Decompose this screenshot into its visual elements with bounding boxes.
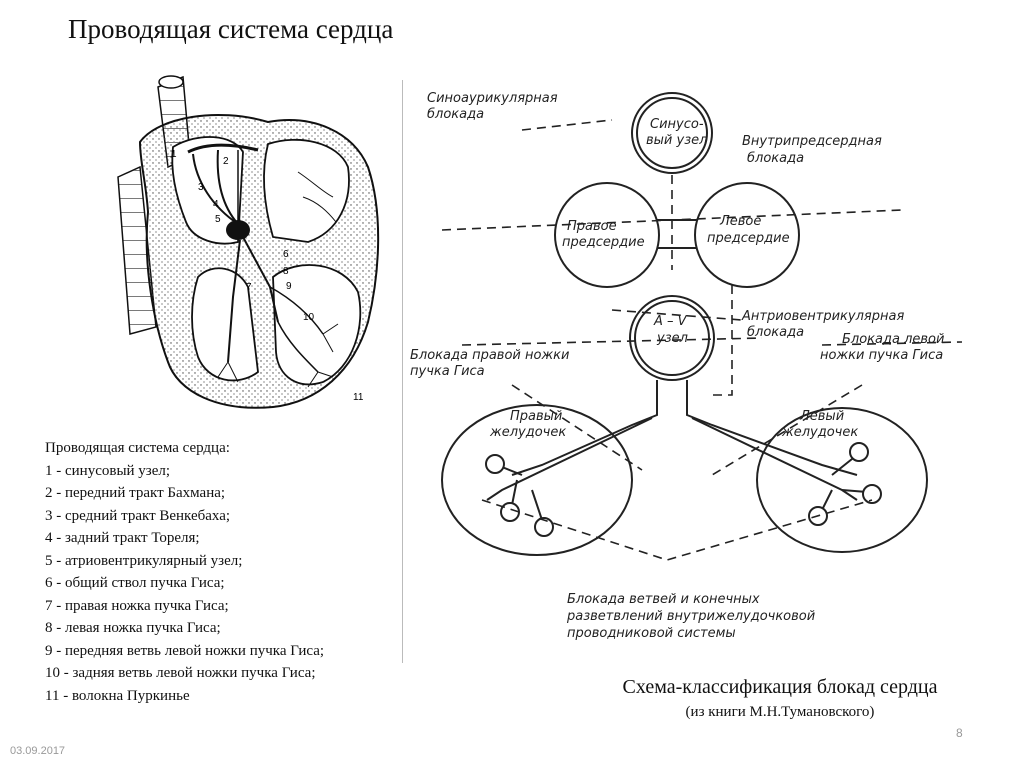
- av-node-label-1: A – V: [653, 314, 688, 329]
- branch-block-label-1: Блокада ветвей и конечных: [567, 592, 760, 607]
- left-atrium-circle: [694, 182, 800, 288]
- heart-label-6: 6: [283, 249, 289, 260]
- right-atrium-label-1: Правое: [567, 219, 617, 234]
- heart-label-5: 5: [215, 214, 221, 225]
- scheme-source: (из книги М.Н.Тумановского): [685, 704, 875, 720]
- left-ventricle-label-2: желудочек: [781, 425, 858, 440]
- slide-page-number: 8: [956, 726, 963, 740]
- branch-block-label-3: проводниковой системы: [567, 626, 736, 641]
- sinoatrial-block-label-2: блокада: [427, 107, 484, 122]
- sinus-node-circle: [631, 92, 713, 174]
- av-node-circle: [629, 295, 715, 381]
- right-bundle-block-label-2: пучка Гиса: [410, 364, 485, 379]
- slide-title: Проводящая система сердца: [68, 14, 394, 44]
- legend-item: 10 - задняя ветвь левой ножки пучка Гиса…: [45, 665, 316, 681]
- left-bundle-block-label-2: ножки пучка Гиса: [820, 348, 943, 363]
- right-bundle-block-label-1: Блокада правой ножки: [410, 348, 569, 363]
- legend-item: 8 - левая ножка пучка Гиса;: [45, 620, 221, 636]
- right-atrium-label-2: предсердие: [562, 235, 645, 250]
- av-node-label-2: узел: [656, 331, 688, 346]
- legend-item: 3 - средний тракт Венкебаха;: [45, 507, 231, 524]
- av-block-label-2: блокада: [747, 325, 804, 340]
- av-node-mark: [226, 220, 250, 240]
- av-block-label-1: Антриовентрикулярная: [741, 309, 904, 324]
- legend-heading: Проводящая система сердца:: [45, 440, 230, 456]
- block-classification-scheme: Синоаурикулярная блокада Синусо- вый узе…: [410, 91, 963, 641]
- scheme-frame: [402, 80, 983, 663]
- heart-label-3: 3: [198, 182, 204, 193]
- legend-item: 5 - атриовентрикулярный узел;: [45, 552, 243, 569]
- left-atrium-chamber: [262, 138, 350, 243]
- legend-item: 11 - волокна Пуркинье: [45, 687, 190, 704]
- lower-vessel: [117, 165, 157, 335]
- branch-block-label-2: разветвлений внутрижелудочковой: [566, 609, 815, 624]
- legend-item: 9 - передняя ветвь левой ножки пучка Гис…: [45, 642, 325, 659]
- left-bundle-block-label-1: Блокада левой: [842, 332, 944, 347]
- left-ventricle-label-1: Левый: [799, 409, 844, 424]
- heart-label-8: 8: [283, 266, 289, 277]
- left-atrium-label-1: Левое: [719, 214, 761, 229]
- sinoatrial-block-label-1: Синоаурикулярная: [427, 91, 558, 106]
- sinus-node-label-2: вый узел: [646, 133, 707, 148]
- intraatrial-block-label-2: блокада: [747, 151, 804, 166]
- right-atrium-chamber: [171, 136, 244, 245]
- heart-label-9: 9: [286, 281, 292, 292]
- left-atrium-label-2: предсердие: [707, 231, 790, 246]
- heart-conduction-illustration: 1 2 3 4 5 6 7 8 9 10 11: [117, 75, 380, 409]
- intraatrial-block-label-1: Внутрипредсердная: [742, 134, 882, 149]
- heart-label-10: 10: [303, 312, 315, 323]
- slide-date: 03.09.2017: [10, 745, 66, 757]
- legend-item: 7 - правая ножка пучка Гиса;: [45, 597, 229, 614]
- right-atrium-circle: [554, 182, 660, 288]
- legend-item: 6 - общий ствол пучка Гиса;: [45, 575, 225, 591]
- legend-item: 2 - передний тракт Бахмана;: [45, 485, 226, 501]
- left-ventricle-shape: [756, 407, 928, 553]
- heart-label-2: 2: [223, 156, 229, 167]
- scheme-caption: Схема-классификация блокад сердца: [622, 676, 938, 698]
- heart-label-11: 11: [353, 392, 364, 403]
- right-ventricle-chamber: [191, 267, 259, 382]
- right-ventricle-label-1: Правый: [510, 409, 562, 424]
- sinus-node-label-1: Синусо-: [650, 117, 704, 132]
- legend: Проводящая система сердца: 1 - синусовый…: [45, 437, 324, 707]
- right-ventricle-label-2: желудочек: [489, 425, 566, 440]
- heart-label-4: 4: [213, 199, 219, 210]
- heart-label-1: 1: [171, 149, 177, 160]
- right-ventricle-shape: [441, 404, 633, 556]
- legend-item: 4 - задний тракт Тореля;: [45, 530, 200, 546]
- legend-item: 1 - синусовый узел;: [45, 462, 171, 479]
- heart-label-7: 7: [246, 282, 252, 293]
